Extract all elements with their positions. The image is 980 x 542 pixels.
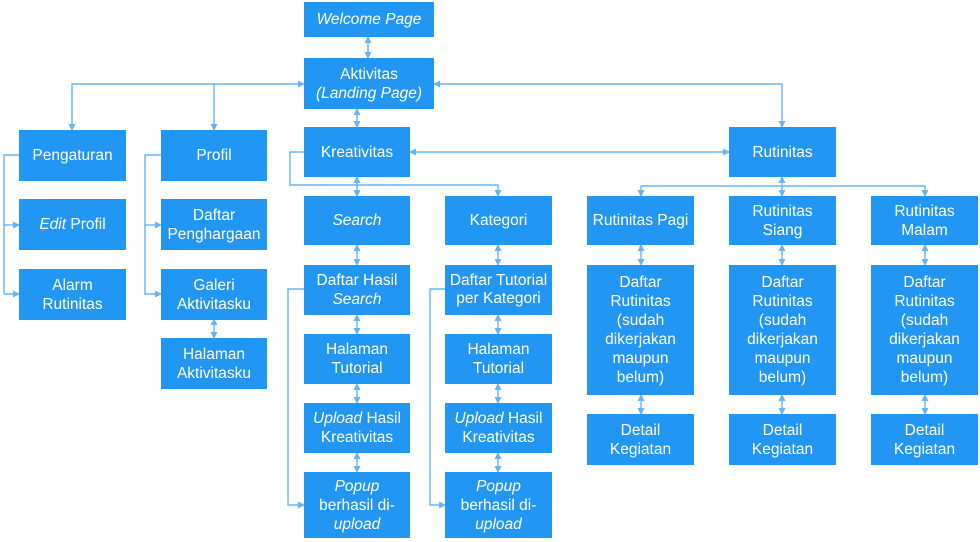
daftar-rutinitas-siang-node: Daftar Rutinitas (sudah dikerjakan maupu… <box>729 265 836 395</box>
halaman-aktivitasku-node: Halaman Aktivitasku <box>161 338 267 389</box>
halaman-tutorial-search-node: Halaman Tutorial <box>304 334 410 384</box>
rutinitas-pagi-node: Rutinitas Pagi <box>587 196 694 245</box>
rutinitas-siang-node: Rutinitas Siang <box>729 196 836 245</box>
daftar-hasil-search-node: Daftar Hasil Search <box>304 265 410 315</box>
halaman-tutorial-kategori-node: Halaman Tutorial <box>445 334 552 384</box>
popup-berhasil-kategori-node: Popup berhasil di-upload <box>445 472 552 538</box>
edit-profil-node: Edit Profil <box>19 199 126 250</box>
daftar-tutorial-kategori-node: Daftar Tutorial per Kategori <box>445 265 552 315</box>
detail-kegiatan-pagi-node: Detail Kegiatan <box>587 414 694 465</box>
daftar-penghargaan-node: Daftar Penghargaan <box>161 199 267 250</box>
search-node: Search <box>304 196 410 245</box>
rutinitas-malam-node: Rutinitas Malam <box>871 196 978 245</box>
popup-berhasil-search-node: Popup berhasil di-upload <box>304 472 410 538</box>
detail-kegiatan-siang-node: Detail Kegiatan <box>729 414 836 465</box>
daftar-rutinitas-pagi-node: Daftar Rutinitas (sudah dikerjakan maupu… <box>587 265 694 395</box>
upload-hasil-search-node: Upload Hasil Kreativitas <box>304 403 410 453</box>
kreativitas-node: Kreativitas <box>304 127 410 177</box>
aktivitas-landing-node: Aktivitas (Landing Page) <box>304 58 434 109</box>
welcome-page-node: Welcome Page <box>304 2 434 37</box>
profil-node: Profil <box>161 130 267 181</box>
daftar-rutinitas-malam-node: Daftar Rutinitas (sudah dikerjakan maupu… <box>871 265 978 395</box>
galeri-aktivitasku-node: Galeri Aktivitasku <box>161 269 267 320</box>
upload-hasil-kategori-node: Upload Hasil Kreativitas <box>445 403 552 453</box>
rutinitas-node: Rutinitas <box>729 127 836 177</box>
kategori-node: Kategori <box>445 196 552 245</box>
alarm-rutinitas-node: Alarm Rutinitas <box>19 269 126 320</box>
pengaturan-node: Pengaturan <box>19 130 126 181</box>
detail-kegiatan-malam-node: Detail Kegiatan <box>871 414 978 465</box>
